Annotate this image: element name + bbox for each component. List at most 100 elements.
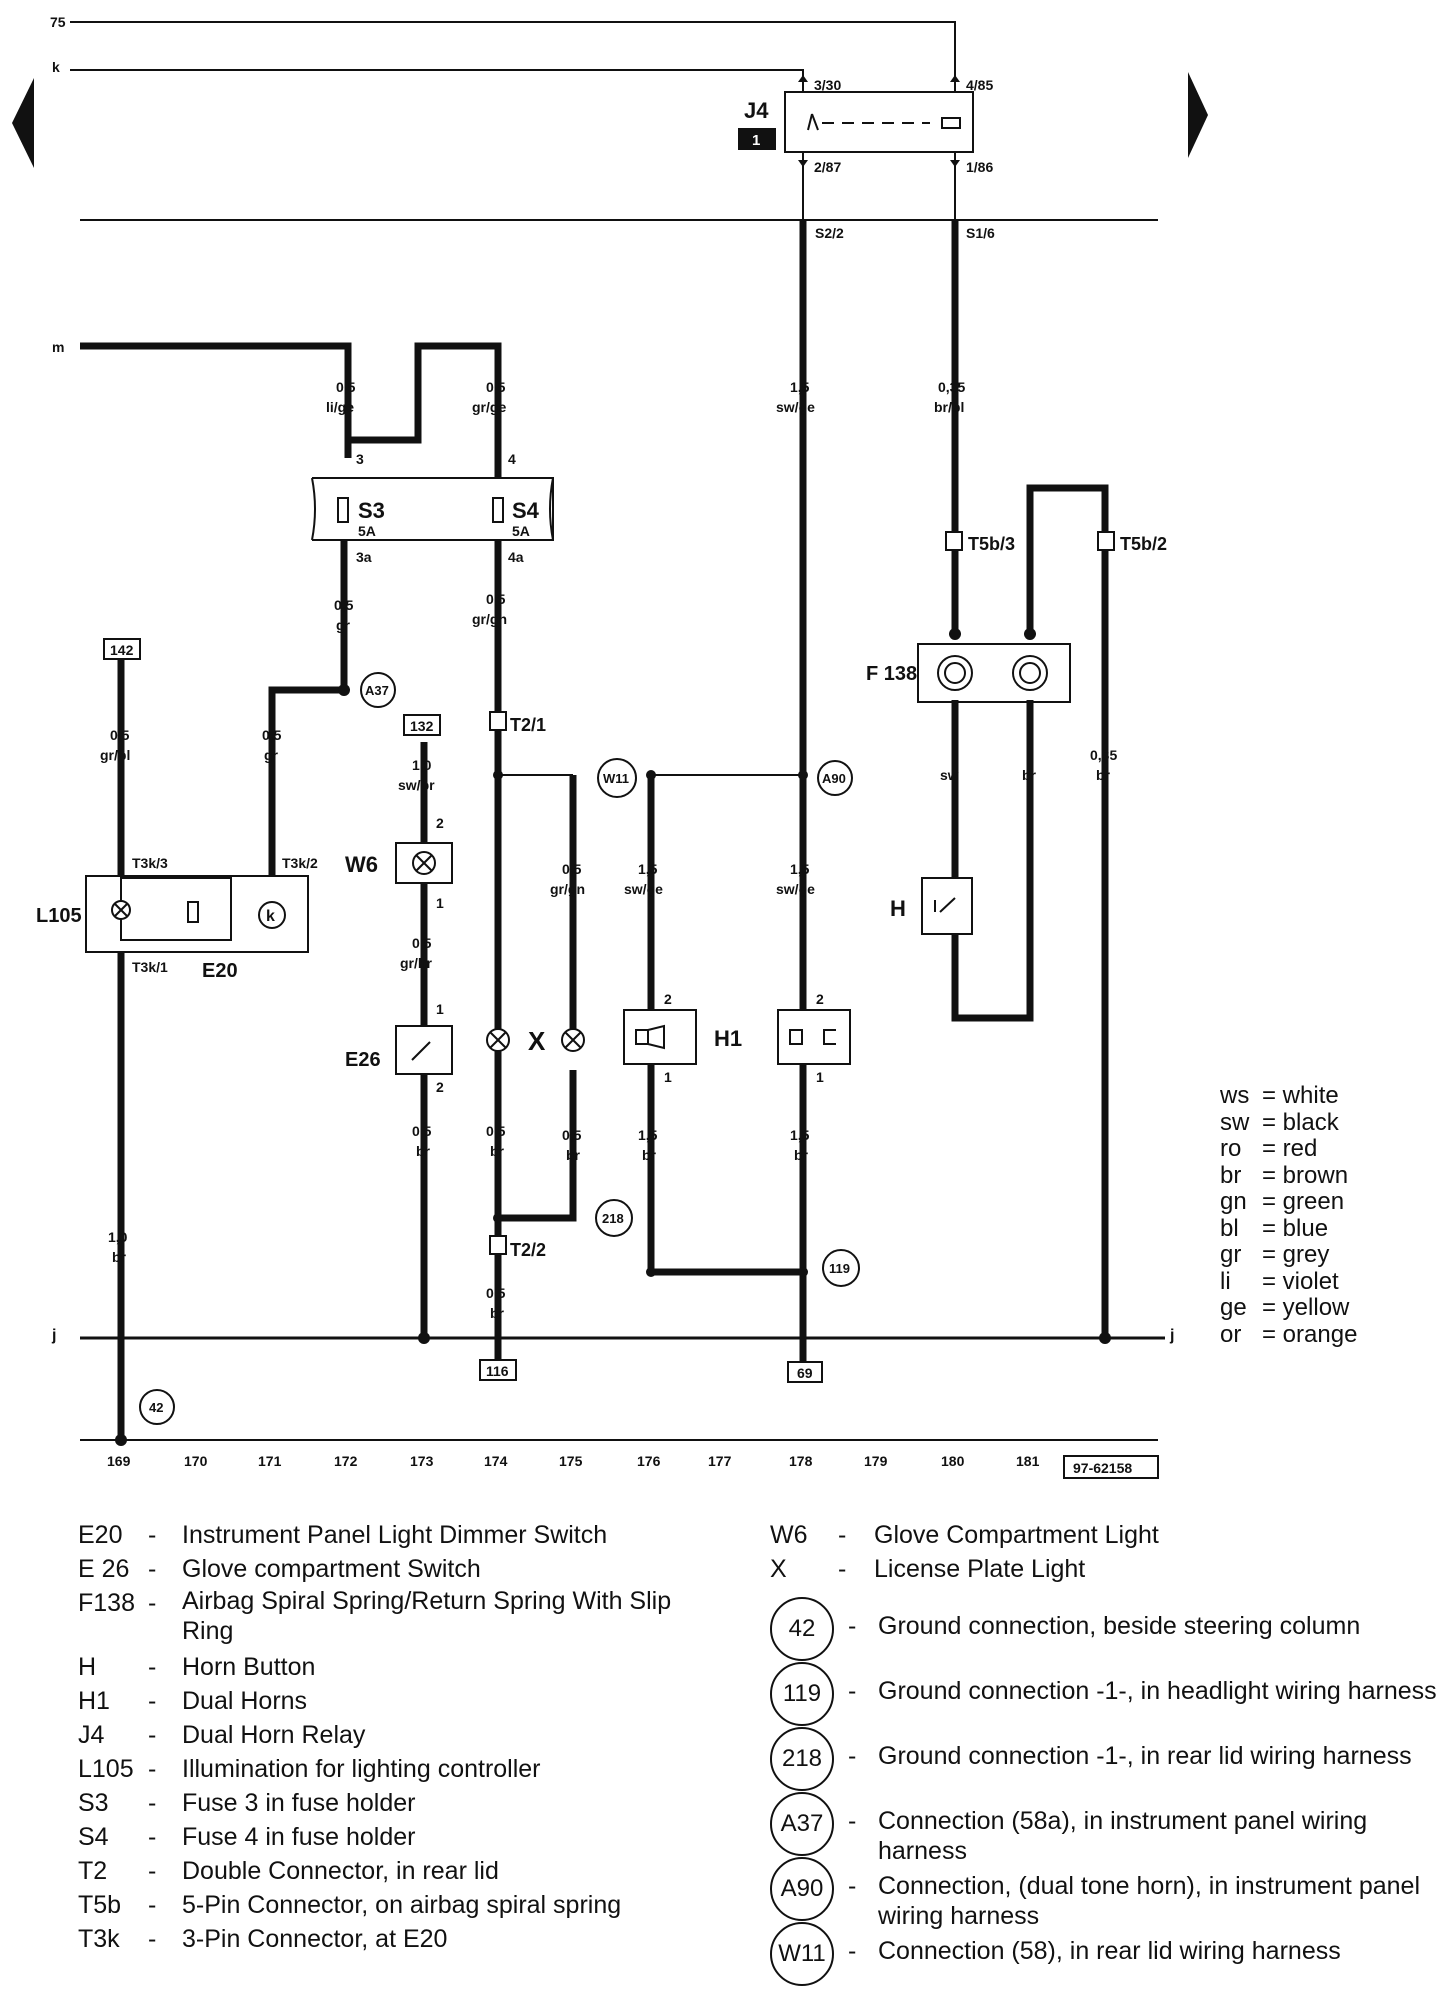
svg-text:0,5: 0,5 [562,861,582,877]
svg-text:2: 2 [816,991,824,1007]
k-symbol: k [266,908,275,925]
track-number: 179 [864,1453,888,1469]
svg-text:gr: gr [336,617,351,633]
t5b-connectors [945,531,1115,551]
ground-119-badge: 119 [770,1662,834,1726]
svg-text:li/ge: li/ge [326,399,354,415]
legend-item: S4-Fuse 4 in fuse holder [78,1823,416,1851]
pin-t2-2: T2/2 [510,1240,546,1260]
svg-text:br/bl: br/bl [934,399,964,415]
ref-116: 116 [486,1363,509,1379]
pin-labels: T3k/3 T3k/2 T3k/1 2 1 1 2 2 1 2 1 [132,815,824,1095]
svg-text:1,0: 1,0 [108,1229,128,1245]
legend-item: E 26-Glove compartment Switch [78,1555,481,1583]
fuse-holder: S3 5A S4 5A 3 3a 4 4a [311,451,554,565]
svg-text:0,5: 0,5 [336,379,356,395]
ref-w11: W11 [603,771,629,786]
legend-item: E20-Instrument Panel Light Dimmer Switch [78,1521,608,1549]
track-number: 174 [484,1453,508,1469]
track-number: 173 [410,1453,434,1469]
j4-label: J4 [744,98,769,123]
f138-label: F 138 [866,663,917,685]
svg-text:0,5: 0,5 [334,597,354,613]
svg-text:br: br [490,1305,505,1321]
svg-text:1,0: 1,0 [412,757,432,773]
e20-label: E20 [202,960,238,982]
dual-horns-label: H1 [714,1026,742,1051]
wire-s3-feed [344,342,502,478]
component-legend-right: W6-Glove Compartment Light X-License Pla… [770,1518,1450,1586]
track-number: 178 [789,1453,813,1469]
ref-142: 142 [110,642,134,658]
pin-s1-6: S1/6 [966,225,995,241]
next-page-arrow[interactable] [1188,72,1208,158]
track-number: 181 [1016,1453,1040,1469]
horn-button-h: H [890,877,973,935]
wire-175-lower [498,1070,577,1222]
glove-switch-e26: E26 [345,1025,453,1075]
svg-text:1: 1 [816,1069,824,1085]
legend-item: T5b-5-Pin Connector, on airbag spiral sp… [78,1891,622,1919]
ground-42-badge: 42 [770,1597,834,1661]
track-number: 170 [184,1453,208,1469]
svg-text:0,5: 0,5 [486,1123,506,1139]
legend-item: T2-Double Connector, in rear lid [78,1857,499,1885]
bus-75-line [70,21,956,82]
connection-w11-badge: W11 [770,1922,834,1986]
wiring-diagram: 75 k m j j J4 1 3/30 4/85 2/87 1/86 S2/2… [12,14,1208,1479]
svg-text:2: 2 [436,815,444,831]
svg-text:0,5: 0,5 [110,727,130,743]
legend-item: T3k-3-Pin Connector, at E20 [78,1925,448,1953]
bus-lines [70,21,1165,1441]
pin-t5b-2: T5b/2 [1120,534,1167,554]
ground-119: 119 [829,1261,850,1276]
legend-item: S3-Fuse 3 in fuse holder [78,1789,416,1817]
wire-181-loop [1026,484,1109,1338]
svg-text:T3k/2: T3k/2 [282,855,318,871]
w6-label: W6 [345,852,378,877]
svg-text:br: br [642,1147,657,1163]
wire-a37-branch [268,686,344,880]
svg-text:0,5: 0,5 [412,935,432,951]
horn-button-label: H [890,896,906,921]
svg-text:br: br [490,1143,505,1159]
svg-text:br: br [416,1143,431,1159]
track-number: 169 [107,1453,131,1469]
svg-text:1,5: 1,5 [638,861,658,877]
svg-text:2: 2 [436,1079,444,1095]
fuse-s4-label: S4 [512,498,540,523]
track-number: 175 [559,1453,583,1469]
fuse-s3-rating: 5A [358,523,376,539]
svg-text:1,5: 1,5 [790,1127,810,1143]
pin-j4-3-30: 3/30 [814,77,841,93]
svg-text:gr/gn: gr/gn [550,881,585,897]
prev-page-arrow[interactable] [12,78,34,168]
svg-text:0,35: 0,35 [1090,747,1117,763]
svg-text:sw/ge: sw/ge [624,881,663,897]
svg-text:gr/bl: gr/bl [100,747,130,763]
svg-text:1: 1 [436,1001,444,1017]
svg-text:br: br [794,1147,809,1163]
track-number: 171 [258,1453,282,1469]
ground-218-badge: 218 [770,1727,834,1791]
legend-item: X-License Plate Light [770,1555,1086,1583]
legend-item: H1-Dual Horns [78,1687,308,1715]
svg-text:2: 2 [664,991,672,1007]
ref-132: 132 [410,718,434,734]
bus-j-right-label: j [1169,1327,1174,1344]
svg-text:br: br [1022,767,1037,783]
diagram-reference-number: 97-62158 [1073,1460,1132,1476]
connection-a90-badge: A90 [770,1857,834,1921]
page-references[interactable]: 142 132 116 69 [103,638,823,1383]
x-label: X [528,1026,546,1056]
track-number: 177 [708,1453,732,1469]
pin-s3-in: 3 [356,451,364,467]
svg-text:1: 1 [664,1069,672,1085]
svg-text:sw/br: sw/br [398,777,435,793]
pin-s3-out: 3a [356,549,372,565]
legend-item: L105-Illumination for lighting controlle… [78,1755,541,1783]
l105-label: L105 [36,905,82,927]
component-legend: E20-Instrument Panel Light Dimmer Switch… [78,1518,758,1956]
fuse-s4-rating: 5A [512,523,530,539]
junction-dots [115,628,1111,1446]
